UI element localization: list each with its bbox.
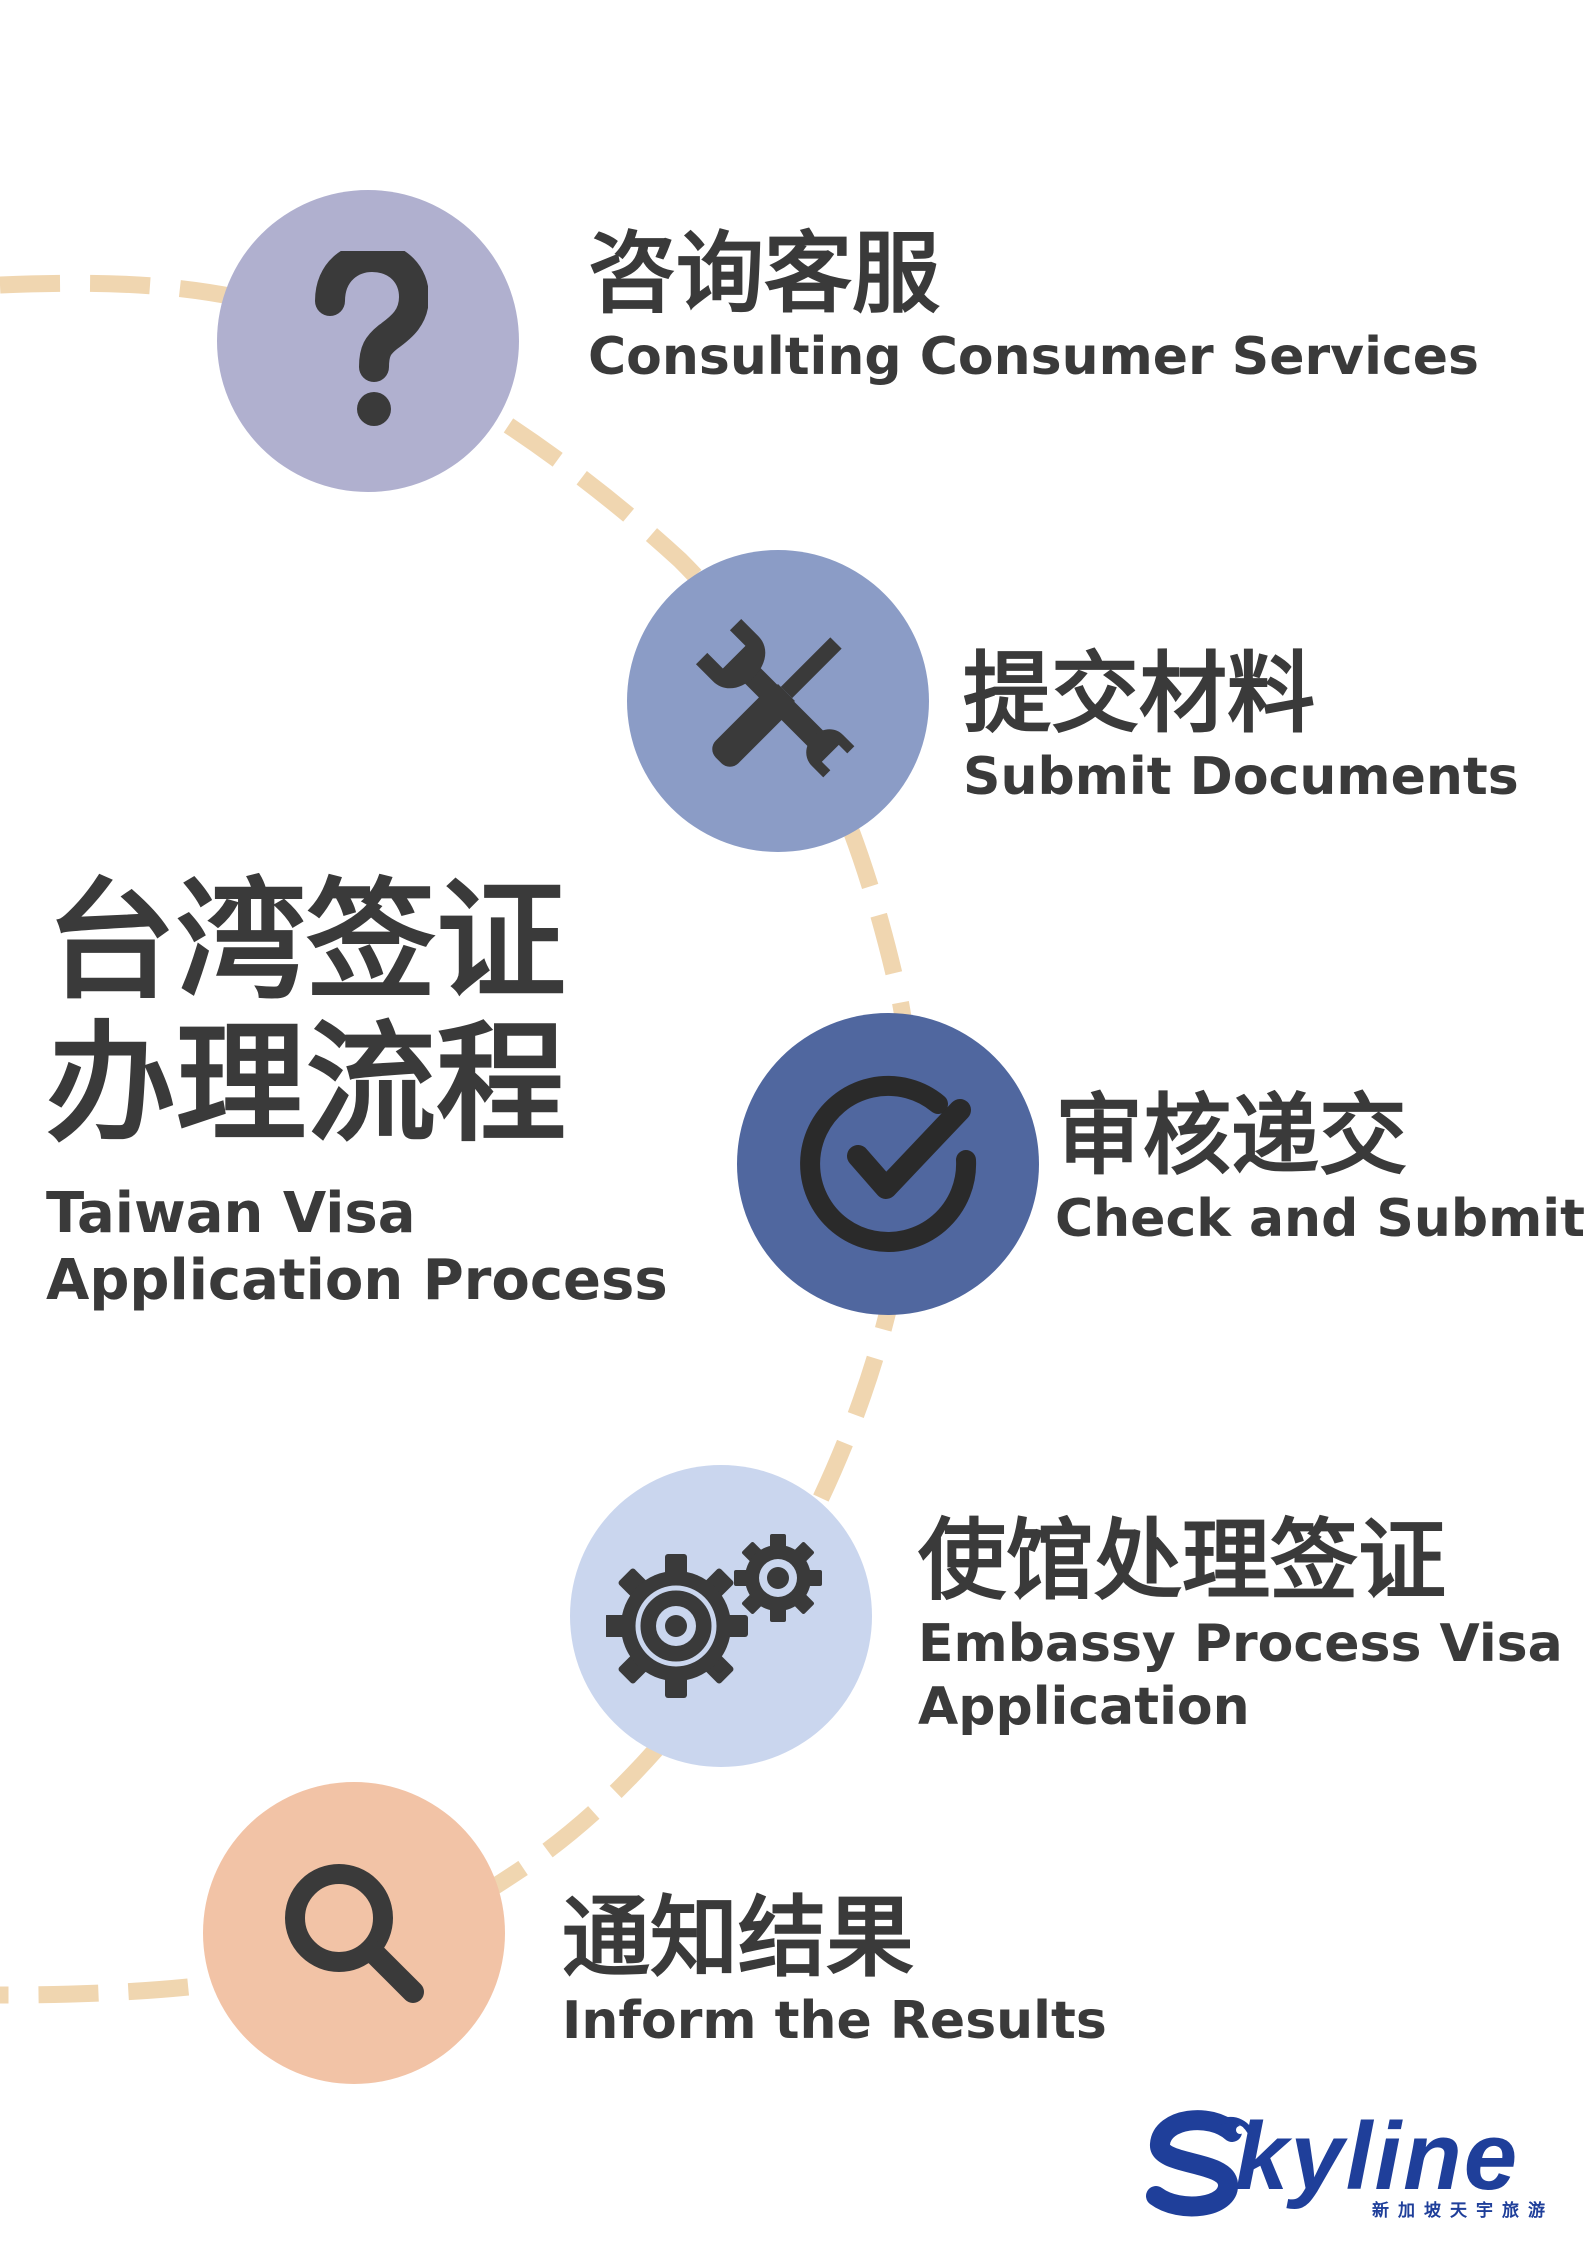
step-1-title-zh: 咨询客服 xyxy=(588,222,941,325)
page-title: 台湾签证 办理流程 Taiwan Visa Application Proces… xyxy=(46,870,668,1314)
step-4-title-en-line1: Embassy Process Visa xyxy=(918,1614,1563,1675)
step-4-circle xyxy=(570,1465,872,1767)
wrench-screwdriver-icon xyxy=(695,618,855,778)
step-3-circle xyxy=(737,1013,1039,1315)
step-3-title-zh: 审核递交 xyxy=(1055,1084,1408,1187)
step-4-title-zh: 使馆处理签证 xyxy=(918,1509,1447,1612)
step-5-text: 通知结果 Inform the Results xyxy=(562,1886,1107,2053)
step-1-circle xyxy=(217,190,519,492)
page-title-en-line1: Taiwan Visa xyxy=(46,1181,416,1246)
logo-subtitle: 新加坡天宇旅游 xyxy=(1372,2201,1554,2221)
step-5-title-zh: 通知结果 xyxy=(562,1886,915,1989)
checkmark-circle-icon xyxy=(800,1075,977,1252)
dragon-s-logo-icon xyxy=(1146,2110,1255,2217)
page-title-zh-line2: 办理流程 xyxy=(46,1008,567,1160)
page-title-zh-line1: 台湾签证 xyxy=(46,865,567,1017)
step-5-circle xyxy=(203,1782,505,2084)
step-1-title-en: Consulting Consumer Services xyxy=(588,327,1479,388)
step-4-title-en-line2: Application xyxy=(918,1676,1250,1737)
step-2-circle xyxy=(627,550,929,852)
question-mark-icon xyxy=(315,251,428,426)
step-5-title-en: Inform the Results xyxy=(562,1991,1107,2052)
page-title-en-line2: Application Process xyxy=(46,1248,668,1314)
skyline-logo: kyline 新加坡天宇旅游 xyxy=(1140,2103,1560,2221)
gears-icon xyxy=(606,1534,822,1698)
magnifier-icon xyxy=(285,1864,424,2003)
step-2-title-zh: 提交材料 xyxy=(963,642,1316,745)
step-3-text: 审核递交 Check and Submit xyxy=(1055,1084,1585,1251)
step-1-text: 咨询客服 Consulting Consumer Services xyxy=(588,222,1479,389)
step-3-title-en: Check and Submit xyxy=(1055,1189,1585,1250)
step-2-text: 提交材料 Submit Documents xyxy=(963,642,1519,809)
logo-word: kyline xyxy=(1235,2103,1520,2210)
step-2-title-en: Submit Documents xyxy=(963,747,1519,808)
step-4-text: 使馆处理签证 Embassy Process Visa Application xyxy=(918,1509,1563,1738)
